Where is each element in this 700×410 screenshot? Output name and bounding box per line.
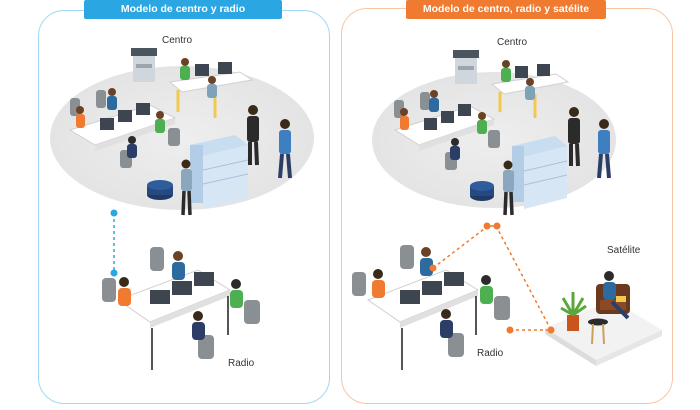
right-connector-dot-hub-a: [483, 222, 491, 230]
left-connector-dot-top: [110, 209, 118, 217]
left-model-title: Modelo de centro y radio: [84, 0, 282, 19]
right-connector-dot-spoke-right: [506, 326, 514, 334]
left-spoke-label: Radio: [228, 358, 255, 369]
right-connector-dot-satellite: [547, 326, 555, 334]
right-spoke-desks: [352, 245, 510, 370]
right-satellite-platform: [545, 271, 662, 366]
left-spoke-desks: [102, 247, 260, 370]
left-printer-icon: [131, 48, 157, 82]
right-pouf: [470, 181, 494, 201]
left-hub-label: Centro: [162, 35, 193, 46]
right-printer-icon: [453, 50, 479, 84]
left-standing-people: [181, 105, 292, 216]
left-hub-desks: [68, 88, 180, 168]
right-connector-dot-hub-b: [493, 222, 501, 230]
right-standing-people: [503, 107, 611, 216]
right-hub-label: Centro: [497, 37, 528, 48]
left-pouf: [147, 180, 173, 200]
right-satellite-label: Satélite: [607, 245, 641, 256]
left-file-cabinets: [190, 135, 249, 209]
right-spoke-label: Radio: [477, 348, 504, 359]
right-connector-dot-spoke-top: [429, 264, 437, 272]
left-connector-dot-bottom: [110, 269, 118, 277]
right-standing-desk: [490, 60, 570, 118]
left-standing-desk: [168, 58, 254, 118]
right-file-cabinets: [512, 136, 568, 209]
right-hub-desks: [393, 90, 500, 170]
right-model-title: Modelo de centro, radio y satélite: [406, 0, 606, 19]
